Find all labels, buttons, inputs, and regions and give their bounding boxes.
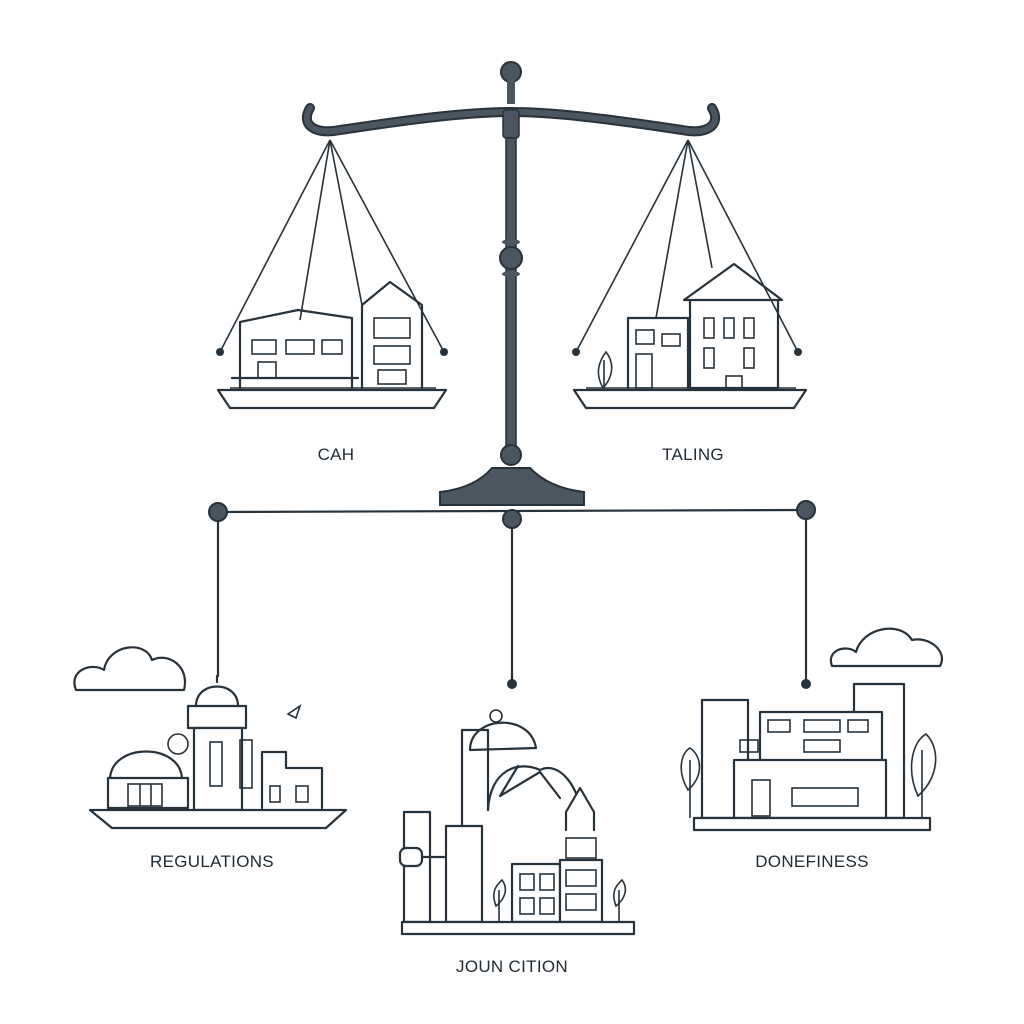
- doneness-label: DONEFINESS: [755, 852, 869, 871]
- right-pan-label: TALING: [662, 445, 724, 464]
- junction-label: JOUN CITION: [456, 957, 568, 976]
- regulations-illustration: [73, 646, 348, 830]
- cloud-icon: [73, 646, 187, 692]
- regulations-label: REGULATIONS: [150, 852, 274, 871]
- balance-scale-icon: [301, 61, 721, 506]
- left-pan: [216, 139, 448, 410]
- right-pan: [572, 139, 808, 410]
- connector-lines: [208, 500, 816, 689]
- left-pan-label: CAH: [318, 445, 355, 464]
- cloud-icon: [829, 627, 943, 668]
- doneness-illustration: [680, 627, 943, 832]
- junction-illustration: [398, 709, 636, 936]
